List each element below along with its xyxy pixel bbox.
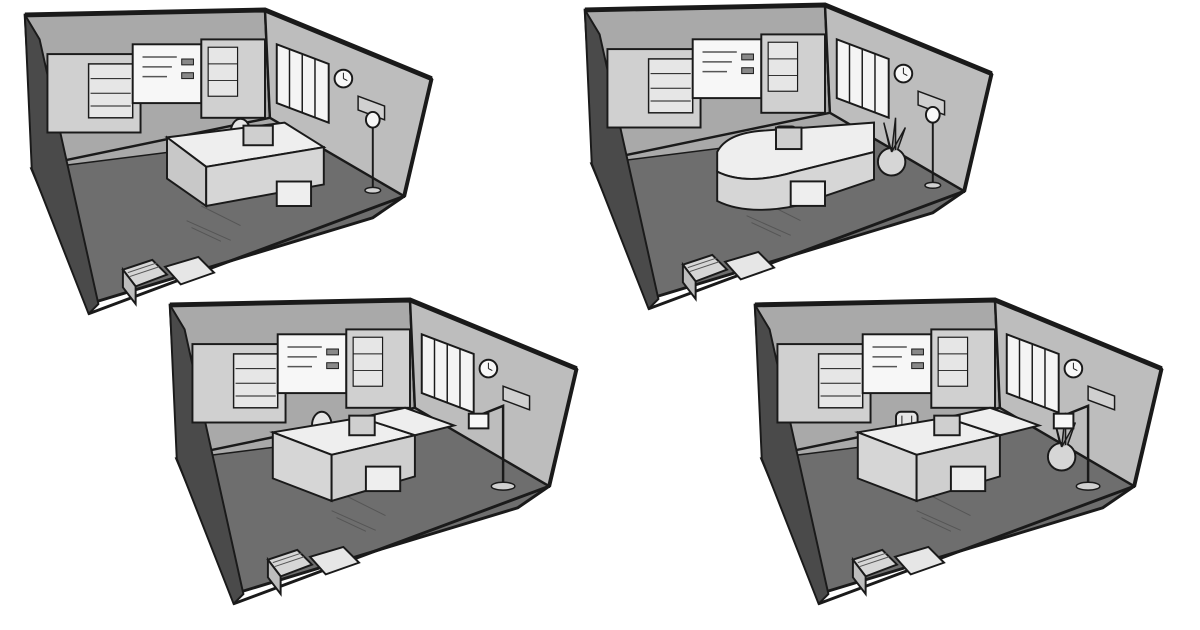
rooms-layer <box>25 5 1162 604</box>
office-room-4 <box>755 300 1162 604</box>
office-room-3 <box>170 300 577 604</box>
desk <box>166 121 325 207</box>
office-room-2 <box>585 5 992 309</box>
office-room-1 <box>25 10 432 314</box>
